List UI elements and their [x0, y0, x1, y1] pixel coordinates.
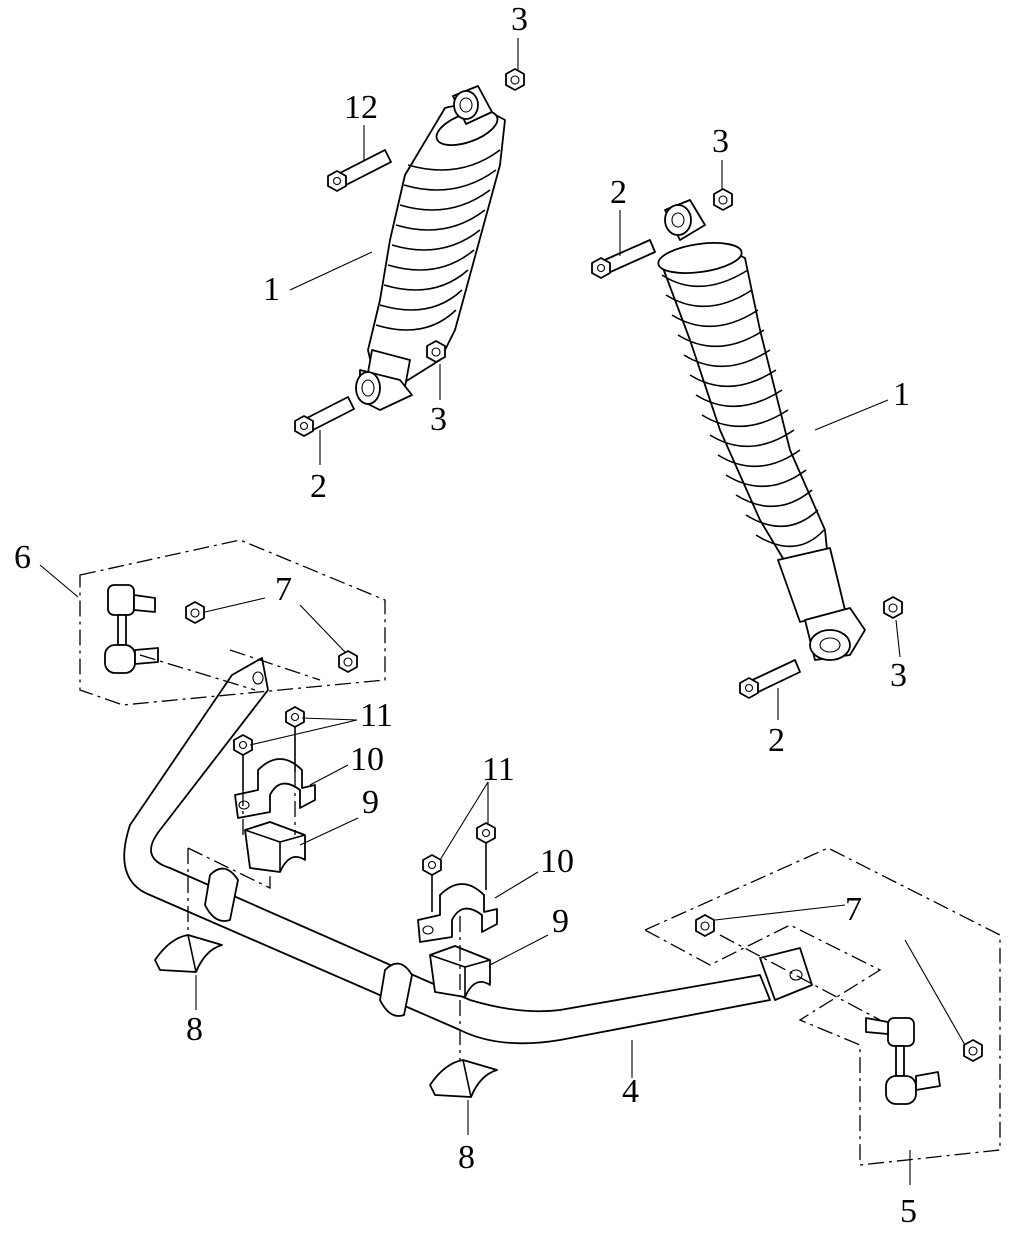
callout-2-right-top: 2 [610, 174, 627, 211]
flange-nut-link-left-b [338, 650, 358, 673]
leader-lines [39, 38, 966, 1185]
lower-bushing-half-left [154, 934, 223, 973]
stabilizer-link-right [865, 1017, 941, 1105]
shock-absorber-right [657, 199, 866, 661]
callout-5: 5 [900, 1193, 917, 1230]
callout-11-left: 11 [360, 697, 393, 734]
callout-7-right: 7 [845, 891, 862, 928]
flange-bolt-clamp-left-a [233, 734, 253, 790]
bushing-left [244, 821, 306, 873]
flange-nut-link-right-a [695, 914, 715, 937]
flange-nut-left-top [505, 68, 525, 91]
callout-labels: 3 12 1 3 2 3 2 1 3 2 6 7 11 10 9 11 10 9… [14, 1, 917, 1230]
link-group-right-outline [643, 847, 1001, 1166]
callout-3-left-top: 3 [511, 1, 528, 38]
flange-nut-link-right-b [963, 1039, 983, 1062]
callout-11-right: 11 [482, 751, 515, 788]
flange-bolt-right-top [591, 239, 656, 279]
shock-absorber-left [355, 85, 506, 411]
callout-6: 6 [14, 539, 31, 576]
callout-3-right-top: 3 [712, 123, 729, 160]
flange-nut-link-left-a [185, 601, 205, 624]
lower-bushing-half-right [429, 1059, 498, 1098]
callout-10-right: 10 [540, 843, 574, 880]
clamp-dash-guides [187, 772, 461, 1060]
flange-nut-left-bottom [426, 340, 446, 363]
bushing-clamp-left [234, 758, 316, 819]
callout-3-right-bottom: 3 [890, 657, 907, 694]
callout-1-left: 1 [263, 271, 280, 308]
flange-bolt-left-bottom [294, 396, 355, 437]
callout-12: 12 [344, 89, 378, 126]
stabilizer-bar [123, 657, 813, 1045]
flange-bolt-clamp-right-b [476, 822, 496, 890]
callout-9-left: 9 [362, 784, 379, 821]
flange-nut-right-bottom [883, 596, 903, 619]
flange-bolt-right-bottom [739, 659, 801, 699]
callout-8-left: 8 [186, 1011, 203, 1048]
callout-8-right: 8 [458, 1139, 475, 1176]
flange-bolt-clamp-left-b [285, 706, 305, 772]
callout-1-right: 1 [893, 376, 910, 413]
flange-nut-right-top [713, 188, 733, 211]
flange-bolt-clamp-right-a [422, 854, 442, 912]
link-group-left-outline [79, 539, 386, 706]
callout-2-right-bottom: 2 [768, 722, 785, 759]
callout-7-left: 7 [275, 571, 292, 608]
flange-bolt-12 [327, 149, 392, 192]
bushing-right [429, 945, 491, 998]
stabilizer-link-left [104, 584, 159, 674]
callout-9-right: 9 [552, 903, 569, 940]
callout-3-left-bottom: 3 [430, 401, 447, 438]
callout-4: 4 [622, 1073, 639, 1110]
bushing-clamp-right [417, 883, 498, 943]
callout-2-left: 2 [310, 468, 327, 505]
callout-10-left: 10 [350, 741, 384, 778]
